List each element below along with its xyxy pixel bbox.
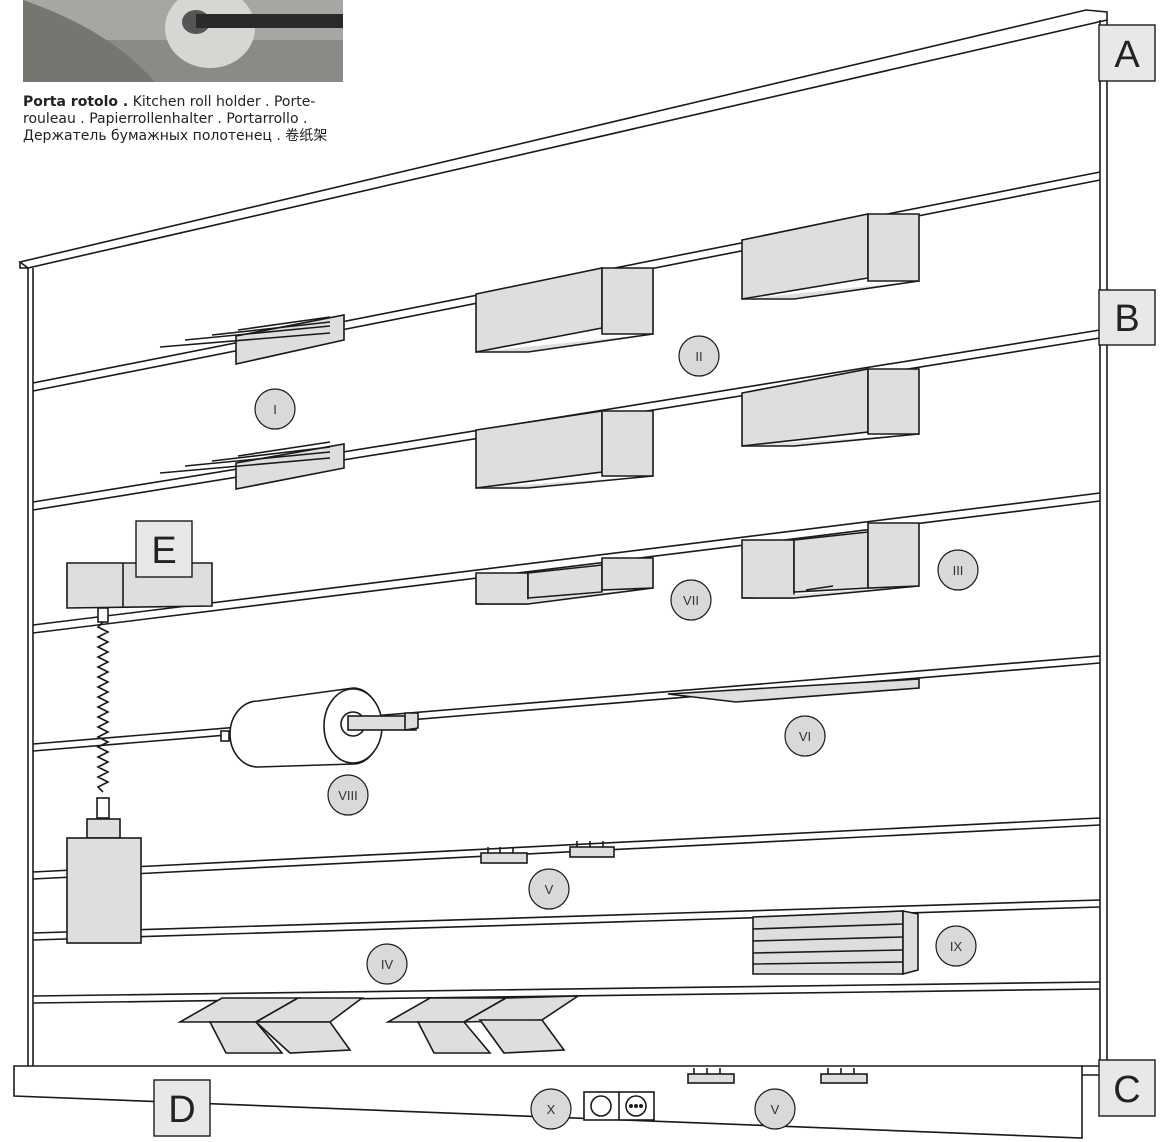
knife-rack-upper [159, 314, 345, 365]
shelf-boxes [475, 213, 920, 489]
label-e: E [151, 530, 176, 572]
marker-i: I [273, 402, 277, 417]
marker-iv: IV [381, 957, 394, 972]
product-caption: Porta rotolo . Kitchen roll holder . Por… [23, 94, 343, 145]
marker-v-upper: V [545, 882, 554, 897]
caption-lead: Porta rotolo . [23, 94, 129, 110]
marker-x: X [547, 1102, 556, 1117]
marker-vii: VII [683, 593, 699, 608]
linework [13, 9, 1108, 1139]
marker-viii: VIII [338, 788, 358, 803]
marker-ix: IX [950, 939, 963, 954]
flat-shelf [667, 678, 920, 703]
roman-markers: I II III IV V V VI VII VIII IX X [254, 335, 979, 1130]
hooks [487, 841, 855, 1074]
label-b: B [1114, 298, 1139, 340]
drawer-unit [752, 910, 919, 976]
hook-racks [480, 846, 868, 1084]
marker-iii: III [953, 563, 964, 578]
socket-outlet [583, 1091, 655, 1121]
product-photo [23, 0, 343, 82]
callout-box-c [1098, 1059, 1156, 1117]
caption-rest: Kitchen roll holder . Porte-rouleau . Pa… [23, 94, 328, 144]
label-a: A [1114, 34, 1140, 76]
open-shelves [475, 522, 920, 605]
callout-box-b [1098, 289, 1156, 346]
knife-rack-lower [159, 441, 345, 490]
letter-callouts: A B C D E [135, 24, 1156, 1137]
marker-vi: VI [799, 729, 811, 744]
label-d: D [168, 1089, 195, 1131]
marker-v-lower: V [771, 1102, 780, 1117]
kitchen-roll [220, 687, 419, 768]
callout-box-a [1098, 24, 1156, 82]
label-c: C [1113, 1069, 1140, 1111]
trays [176, 995, 581, 1054]
marker-ii: II [695, 349, 702, 364]
callout-box-d [153, 1079, 211, 1137]
callout-box-e [135, 520, 193, 578]
